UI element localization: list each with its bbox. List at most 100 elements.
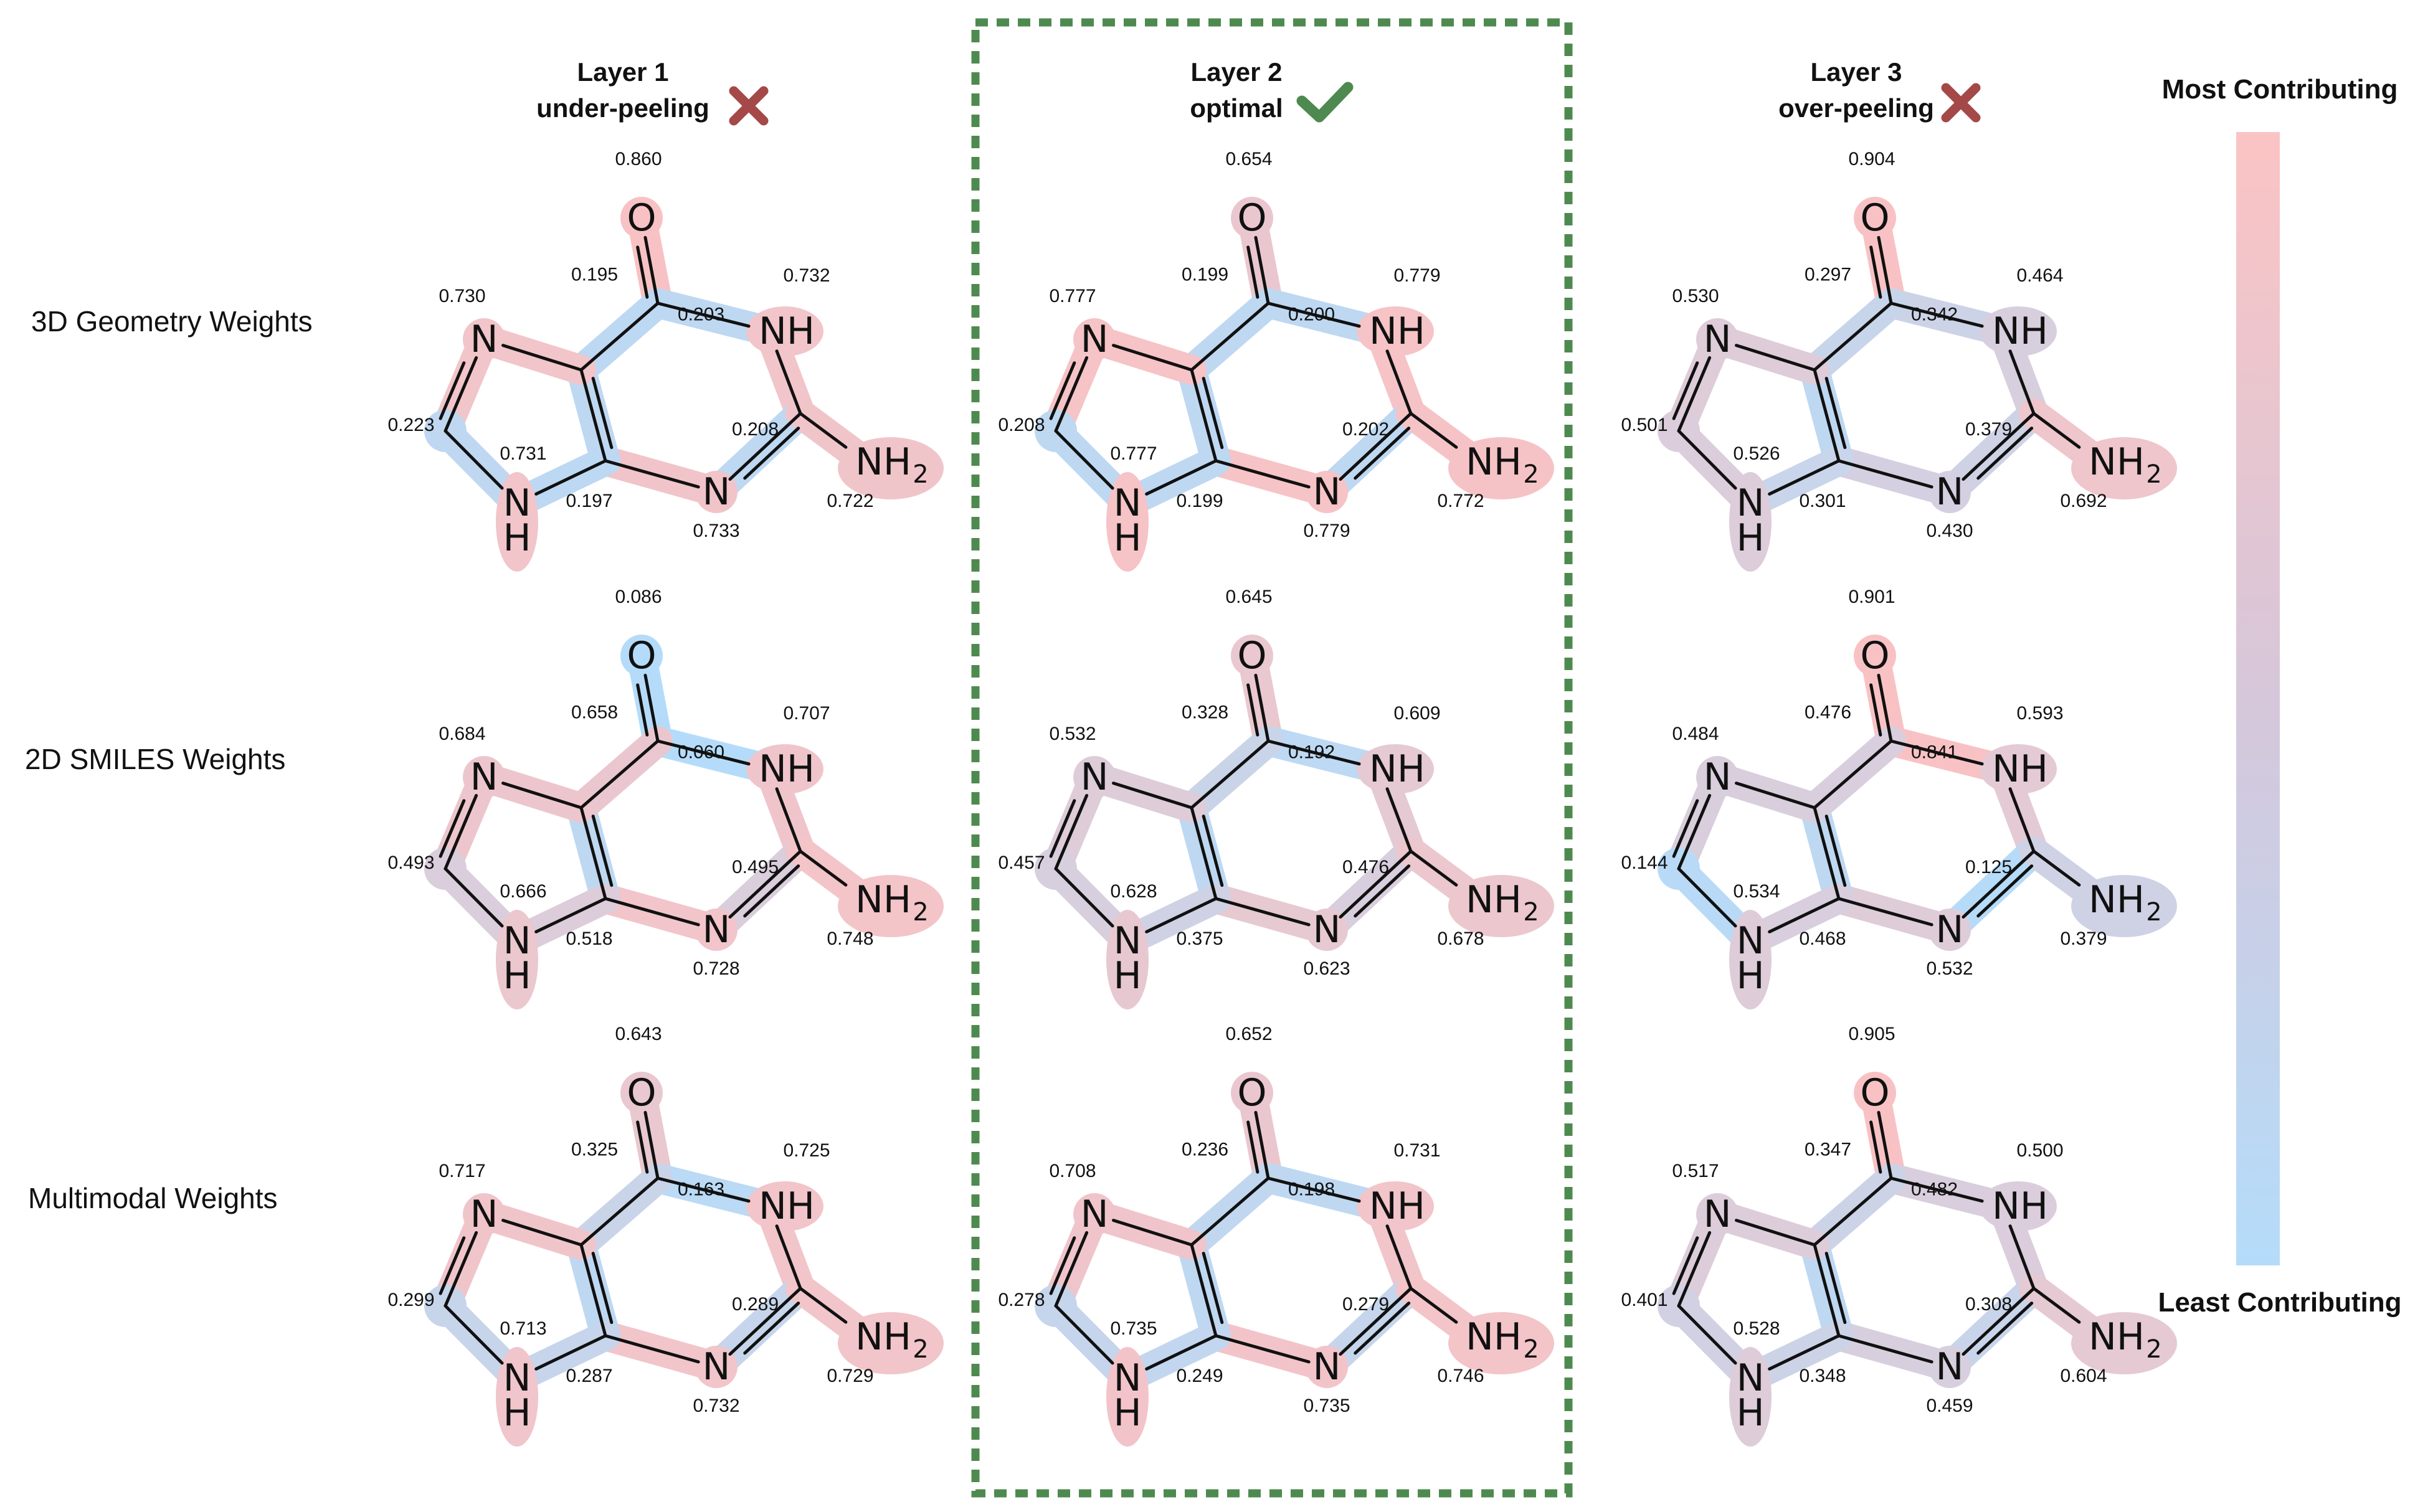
bond-weight-label: 0.203 [678, 305, 724, 325]
bond-line [643, 235, 660, 305]
atom-highlight [1357, 1181, 1434, 1231]
bond-line [1054, 429, 1114, 490]
atom-nh: NH [759, 1184, 815, 1228]
check-icon [1296, 82, 1354, 123]
bond-weight-label: 0.342 [1911, 305, 1958, 325]
bond-weight-label: 0.301 [1799, 491, 1846, 511]
atom-highlight [1357, 306, 1434, 356]
atom-weight-label: 0.643 [615, 1024, 662, 1044]
bond-line [1837, 1334, 1933, 1364]
atom-nitrogen: N [703, 908, 731, 952]
bond-weight-label: 0.125 [1965, 857, 2012, 877]
bond-weight-label: 0.308 [1965, 1294, 2012, 1315]
bond-line-double [1354, 427, 1411, 480]
atom-highlight [463, 756, 505, 798]
bond-line-double [1976, 427, 2034, 480]
bond-line [1214, 459, 1311, 489]
column-header-layer-3: Layer 3 over-peeling [1778, 57, 1981, 123]
atom-nh2: NH [1466, 878, 1522, 922]
bond-line [1877, 673, 1893, 743]
atom-weight-label: 0.904 [1848, 149, 1895, 169]
atom-highlight [496, 472, 538, 572]
atom-weight-label: 0.725 [783, 1140, 830, 1161]
atom-highlight [620, 197, 663, 239]
atom-weight-label: 0.457 [998, 853, 1045, 873]
bond-weight-label: 0.287 [566, 1366, 612, 1386]
atom-hydrogen: H [503, 1391, 531, 1435]
bond-line [728, 849, 802, 919]
bond-line [1385, 787, 1413, 853]
bond-line-double [1246, 683, 1260, 737]
bond-line [1254, 673, 1270, 743]
atom-highlight [1928, 1346, 1971, 1388]
atom-hydrogen: H [1113, 954, 1141, 998]
bond-line [2008, 787, 2036, 853]
atom-highlight [2071, 1312, 2177, 1374]
bond-line [1677, 356, 1712, 433]
bond-line [1112, 1219, 1193, 1247]
bond-line [1813, 301, 1893, 372]
bond-line [579, 301, 660, 372]
bond-line [643, 1110, 660, 1180]
bond-line [534, 459, 607, 496]
bond-line [1190, 1176, 1270, 1247]
atom-nh: NH [1369, 1184, 1425, 1228]
atom-weight-label: 0.707 [783, 703, 830, 724]
bond-line [444, 429, 504, 490]
weight-label-layer: 0.9040.4640.5300.5010.5260.4300.6920.297… [1621, 149, 2107, 541]
bond-weight-label: 0.325 [571, 1140, 618, 1160]
legend-bottom-label: Least Contributing [2158, 1287, 2401, 1318]
atom-nitrogen: N [503, 919, 531, 963]
bond-line [2032, 412, 2081, 449]
column-subtitle: under-peeling [536, 93, 709, 123]
bond-line [1889, 739, 1984, 766]
contribution-legend: Most Contributing Least Contributing [2158, 74, 2401, 1318]
atom-nh: NH [1369, 309, 1425, 353]
bond-line [1054, 356, 1089, 433]
bond-highlight-layer [1035, 1072, 1554, 1447]
atom-highlight [695, 909, 738, 951]
atom-hydrogen: H [503, 516, 531, 560]
bond-line [1339, 1287, 1413, 1356]
bond-weight-label: 0.476 [1342, 857, 1389, 877]
atom-hydrogen: H [1736, 1391, 1764, 1435]
atom-hydrogen: H [1113, 516, 1141, 560]
bond-layer [1672, 673, 2081, 933]
bond-line-double [636, 245, 649, 299]
bond-line [775, 349, 802, 415]
atom-weight-label: 0.684 [439, 724, 485, 744]
atom-nitrogen: N [1936, 908, 1964, 952]
atom-weight-label: 0.692 [2060, 491, 2107, 511]
atom-nitrogen: N [1081, 318, 1109, 361]
atom-weight-label: 0.484 [1672, 724, 1719, 744]
atom-weight-label: 0.623 [1303, 958, 1350, 979]
atom-nh2-subscript: 2 [913, 460, 928, 489]
atom-weight-label: 0.278 [998, 1290, 1045, 1310]
atom-highlight [1106, 910, 1149, 1009]
bond-line-double [743, 1302, 800, 1355]
bond-line [1190, 301, 1270, 372]
atom-highlight [746, 744, 823, 794]
bond-line-double [743, 864, 800, 918]
atom-nh2: NH [855, 440, 911, 484]
atom-weight-label: 0.777 [1049, 286, 1096, 306]
atom-hydrogen: H [1113, 1391, 1141, 1435]
atom-highlight [1696, 756, 1739, 798]
bond-line [1214, 1334, 1311, 1364]
bond-layer [1049, 235, 1458, 496]
bond-line [1385, 1224, 1413, 1290]
bond-weight-label: 0.197 [566, 491, 612, 511]
bond-line [1813, 806, 1841, 900]
atom-weight-label: 0.779 [1393, 265, 1440, 286]
row-label-2d-smiles: 2D SMILES Weights [25, 743, 285, 775]
